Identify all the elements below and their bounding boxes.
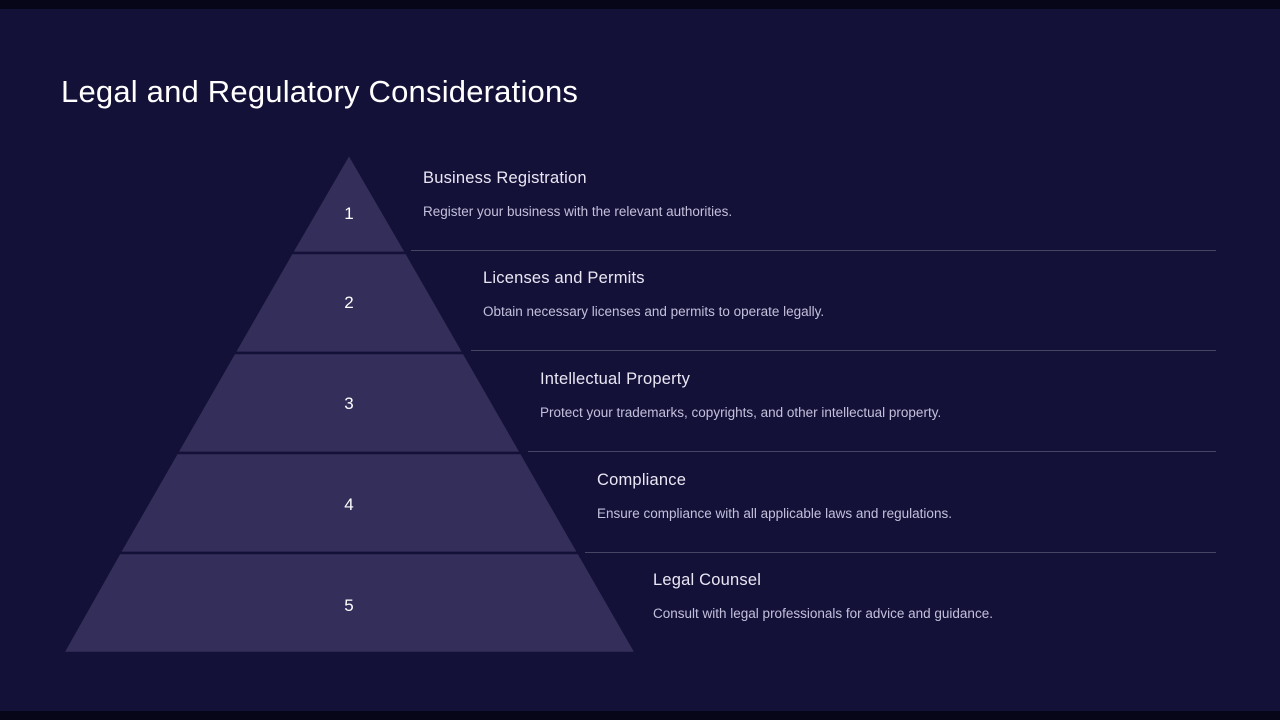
level-1-description: Register your business with the relevant… [423, 204, 733, 219]
page-title: Legal and Regulatory Considerations [61, 74, 579, 109]
pyramid-diagram: 1 2 3 4 5 [62, 153, 637, 653]
level-1-number: 1 [344, 204, 353, 223]
level-3-divider [528, 451, 1216, 452]
level-3-text: Intellectual Property Protect your trade… [528, 354, 1216, 454]
level-2-divider [471, 350, 1216, 351]
level-3-description: Protect your trademarks, copyrights, and… [540, 405, 942, 420]
level-2-title: Licenses and Permits [483, 269, 645, 287]
slide-bottom-frame [0, 711, 1280, 720]
level-4-number: 4 [344, 495, 353, 514]
level-2-text: Licenses and Permits Obtain necessary li… [471, 253, 1216, 353]
level-5-description: Consult with legal professionals for adv… [653, 606, 993, 621]
level-2-number: 2 [344, 293, 353, 312]
level-1-title: Business Registration [423, 169, 587, 187]
level-5-number: 5 [344, 596, 353, 615]
pyramid-level-5-shape [62, 551, 637, 653]
level-1-divider [411, 250, 1216, 251]
level-2-description: Obtain necessary licenses and permits to… [483, 304, 825, 319]
level-5-title: Legal Counsel [653, 571, 762, 589]
level-3-title: Intellectual Property [540, 370, 691, 388]
level-1-text: Business Registration Register your busi… [411, 153, 1216, 253]
slide-top-frame [0, 0, 1280, 9]
level-5-text: Legal Counsel Consult with legal profess… [653, 555, 1216, 655]
level-4-description: Ensure compliance with all applicable la… [597, 506, 952, 521]
level-4-text: Compliance Ensure compliance with all ap… [585, 455, 1216, 555]
level-4-title: Compliance [597, 471, 687, 489]
level-3-number: 3 [344, 394, 353, 413]
level-4-divider [585, 552, 1216, 553]
